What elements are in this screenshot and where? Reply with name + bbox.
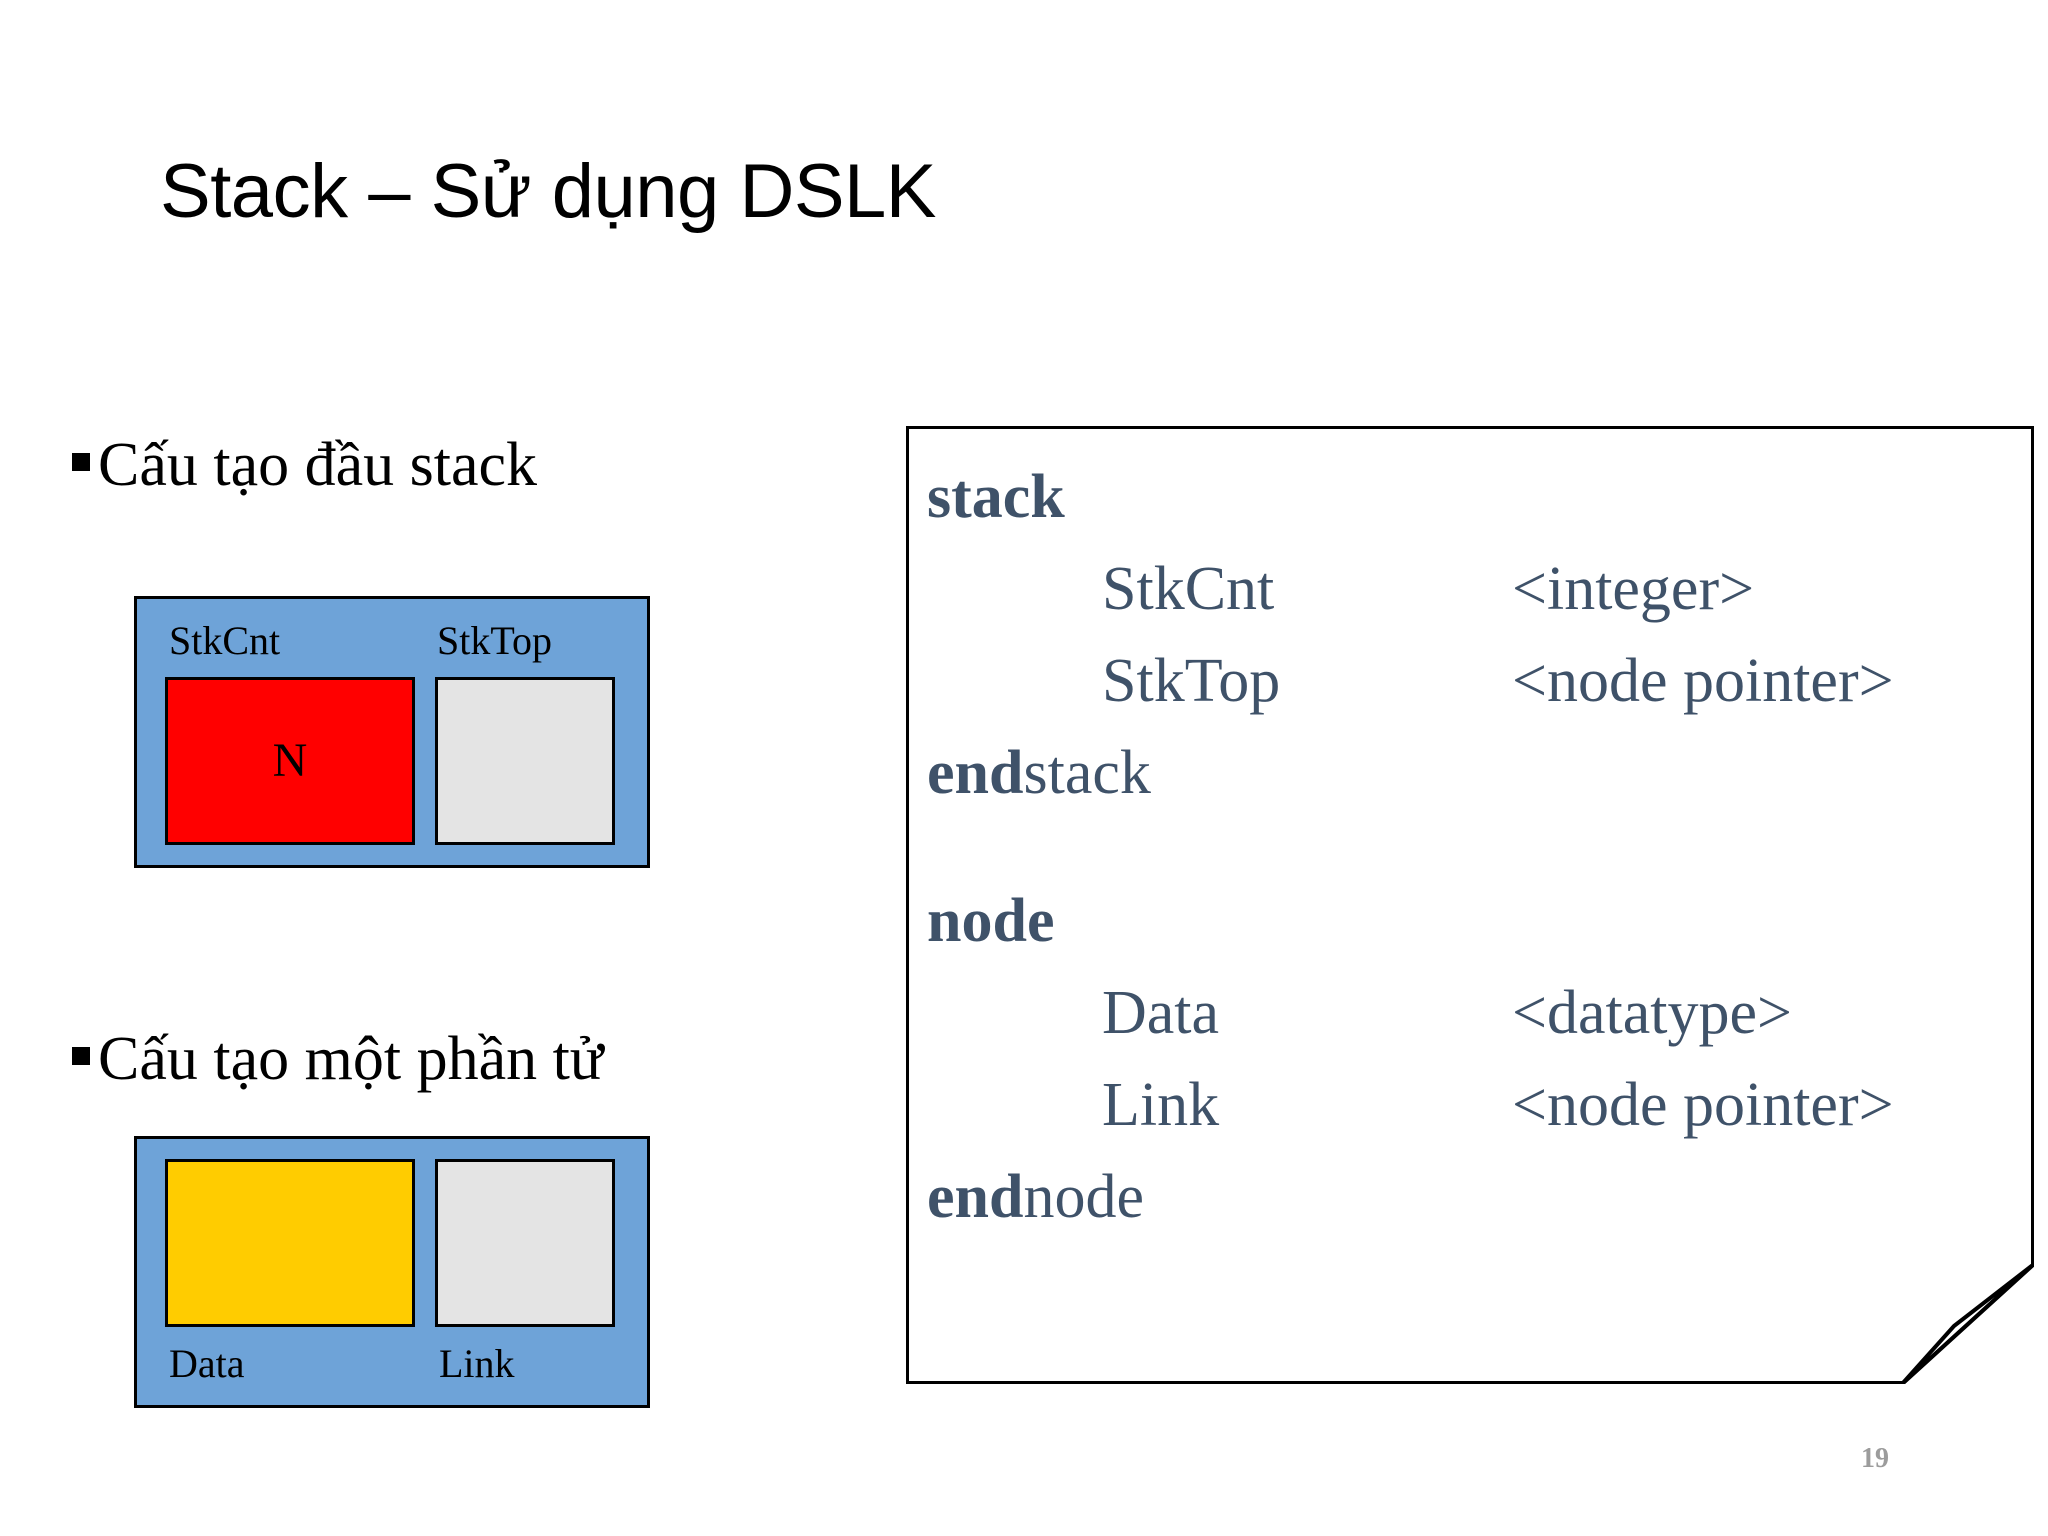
code-field-name: Link: [1102, 1071, 1220, 1139]
link-label: Link: [439, 1341, 515, 1386]
code-blank-line: [927, 819, 2031, 875]
bullet-label: Cấu tạo một phần tử: [98, 1025, 604, 1093]
code-field-name: StkCnt: [1102, 555, 1275, 623]
code-field-name: StkTop: [1102, 647, 1281, 715]
data-field-box: [165, 1159, 415, 1327]
bullet-item-stack-head: Cấu tạo đầu stack: [72, 430, 537, 501]
code-line-stack-header: stack: [927, 451, 2031, 543]
stktop-field-box: [435, 677, 615, 845]
code-keyword: end: [927, 739, 1024, 807]
code-keyword-rest: stack: [1023, 739, 1151, 807]
stkcnt-value: N: [272, 734, 308, 787]
page-title: Stack – Sử dụng DSLK: [160, 149, 936, 234]
code-keyword: end: [927, 1163, 1024, 1231]
code-keyword: node: [927, 887, 1055, 955]
stkcnt-field-box: N: [165, 677, 415, 845]
link-field-box: [435, 1159, 615, 1327]
code-field-type: <node pointer>: [1512, 1071, 1894, 1139]
bullet-item-stack-node: Cấu tạo một phần tử: [72, 1024, 603, 1095]
code-keyword-rest: node: [1023, 1163, 1145, 1231]
code-field-name: Data: [1102, 979, 1220, 1047]
code-line-link: Link <node pointer>: [927, 1059, 2031, 1151]
stktop-label: StkTop: [437, 618, 552, 663]
square-bullet-icon: [72, 1047, 90, 1065]
code-line-data: Data <datatype>: [927, 967, 2031, 1059]
code-line-end-stack: end stack: [927, 727, 2031, 819]
square-bullet-icon: [72, 453, 90, 471]
stack-node-diagram: Data Link: [134, 1136, 650, 1408]
stack-head-diagram: StkCnt StkTop N: [134, 596, 650, 868]
code-line-end-node: end node: [927, 1151, 2031, 1243]
code-line-stktop: StkTop <node pointer>: [927, 635, 2031, 727]
code-field-type: <datatype>: [1512, 979, 1792, 1047]
bullet-label: Cấu tạo đầu stack: [98, 431, 538, 499]
pseudocode-panel: stack StkCnt <integer> StkTop <node poin…: [906, 426, 2034, 1384]
stkcnt-label: StkCnt: [169, 618, 281, 663]
data-label: Data: [169, 1341, 245, 1386]
page-number: 19: [1861, 1443, 1889, 1474]
code-field-type: <integer>: [1512, 555, 1755, 623]
code-line-node-header: node: [927, 875, 2031, 967]
code-line-stkcnt: StkCnt <integer>: [927, 543, 2031, 635]
code-keyword: stack: [927, 463, 1065, 531]
code-field-type: <node pointer>: [1512, 647, 1894, 715]
